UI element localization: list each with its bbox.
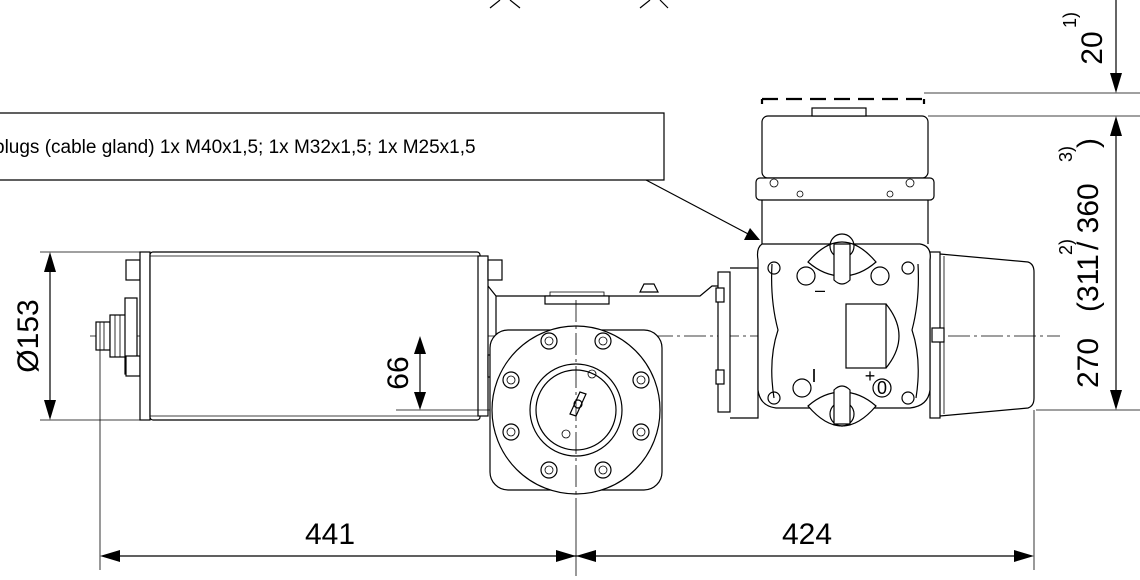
actuator-housing: I 0 + – (715, 97, 1035, 427)
flange-bolt-holes (502, 332, 650, 479)
length-right-label: 424 (782, 518, 832, 551)
callout-arrowhead (744, 228, 760, 240)
dial-close-symbol: 0 (877, 378, 887, 398)
footnote-ref-clearance: 1) (1060, 12, 1080, 28)
top-fragment (489, 0, 669, 9)
dimension-lengths: 441 424 (99, 350, 1035, 576)
dimension-heights: 270 (311 2) / 360 3) ) 20 1) (924, 0, 1140, 411)
height-main-label: 270 (1072, 338, 1105, 388)
height-alt-close: ) (1072, 138, 1105, 148)
offset-label: 66 (382, 356, 415, 389)
callout-text: plugs (cable gland) 1x M40x1,5; 1x M32x1… (0, 137, 476, 158)
dial-minus-symbol: – (815, 280, 825, 300)
valve-flange (489, 300, 663, 520)
callout: plugs (cable gland) 1x M40x1,5; 1x M32x1… (0, 112, 760, 240)
height-alt-open: (311 (1072, 254, 1105, 312)
length-left-label: 441 (305, 518, 355, 551)
dial-open-symbol: I (811, 366, 816, 386)
height-alt-sep: / 360 (1072, 183, 1105, 250)
footnote-ref-alt-b: 3) (1056, 146, 1076, 162)
dimension-offset: 66 (382, 336, 490, 411)
diameter-label: Ø153 (12, 299, 45, 372)
electric-motor (95, 251, 720, 421)
footnote-ref-alt-a: 2) (1056, 239, 1076, 255)
dial-plus-symbol: + (865, 366, 876, 386)
dimension-diameter: Ø153 (12, 251, 150, 421)
top-clearance-label: 20 (1076, 31, 1109, 64)
